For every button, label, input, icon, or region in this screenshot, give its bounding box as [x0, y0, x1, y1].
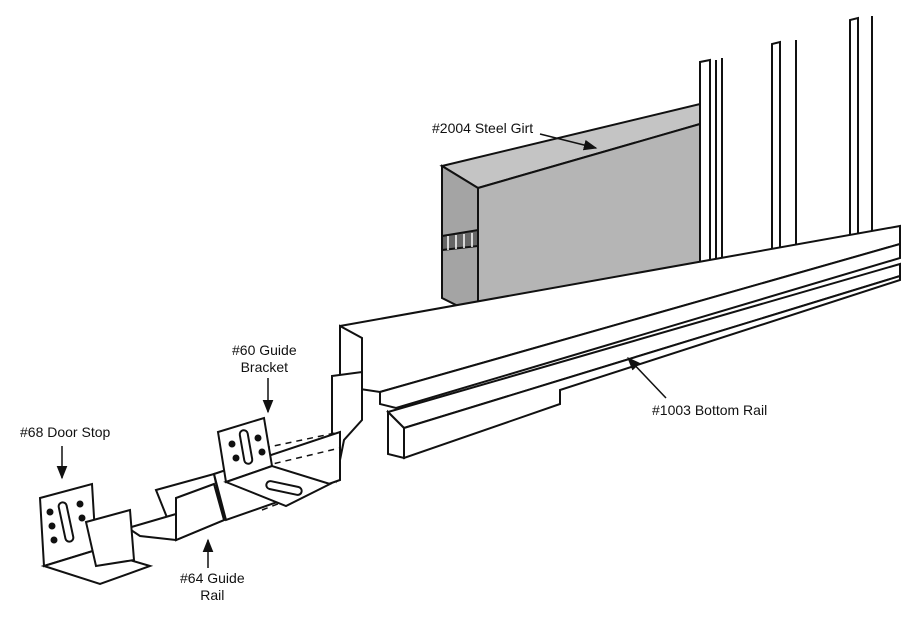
bottom-rail-arrow — [627, 357, 667, 399]
bottom-rail-lower-web — [403, 274, 901, 460]
bottom-rail — [331, 224, 901, 484]
guide-rail-bottom-flange — [125, 512, 177, 542]
guide-rail-label-line2: Rail — [200, 587, 225, 603]
guide-bracket-label-line2: Bracket — [240, 359, 289, 375]
wall-panel-rib-2 — [771, 40, 781, 262]
steel-girt-label-text: #2004 Steel Girt — [432, 120, 534, 136]
wall-panel-rib-1 — [699, 58, 711, 284]
door-stop-label-text: #68 Door Stop — [20, 424, 111, 440]
door-stop — [38, 482, 154, 586]
guide-rail-label-line1: #64 Guide — [180, 570, 245, 586]
bottom-rail-flange — [379, 242, 901, 410]
door-stop-clip — [84, 508, 136, 568]
steel-girt-label: #2004 Steel Girt — [432, 120, 533, 137]
guide-bracket — [216, 416, 333, 508]
steel-girt-fastener — [441, 228, 479, 252]
guide-rail-label: #64 Guide Rail — [180, 570, 245, 604]
door-stop-label: #68 Door Stop — [20, 424, 110, 441]
guide-bracket-label-line1: #60 Guide — [232, 342, 297, 358]
wall-panels — [699, 16, 873, 284]
steel-girt-arrow — [539, 133, 598, 151]
bottom-rail-label-text: #1003 Bottom Rail — [652, 402, 768, 418]
bottom-rail-label: #1003 Bottom Rail — [652, 402, 767, 419]
leader-arrows — [56, 133, 667, 568]
steel-girt — [439, 102, 701, 318]
wall-panel-rib-3 — [849, 16, 859, 240]
guide-bracket-label: #60 Guide Bracket — [232, 342, 297, 376]
